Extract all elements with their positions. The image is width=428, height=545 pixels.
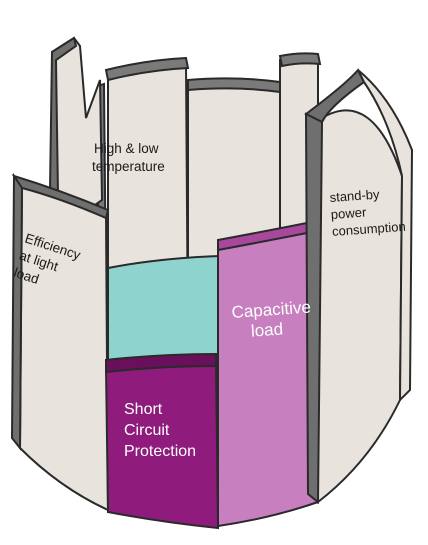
stave-efficiency-top-edge [11,174,110,220]
water-surface [107,254,224,366]
label-high-low-temperature: High & low temperature [92,141,165,174]
label-capacitive-load: Capacitive load [231,297,318,342]
stave-standby-power [317,109,404,505]
water-level [107,254,224,366]
stave-far-left [50,36,104,212]
label-standby-power: stand-by power consumption [329,185,406,239]
stave-standby-left-edge [304,112,324,505]
back-stave-right-top [278,52,322,68]
stave-top-edge [104,56,190,82]
front-staves [10,68,414,530]
labels: High & low temperature Efficiency at lig… [12,141,406,460]
stave-standby-right-edge [357,69,414,403]
label-short-circuit: Short Circuit Protection [124,401,196,460]
stave-efficiency-side-edge [10,172,24,451]
stave-short-circuit-top [105,352,217,374]
